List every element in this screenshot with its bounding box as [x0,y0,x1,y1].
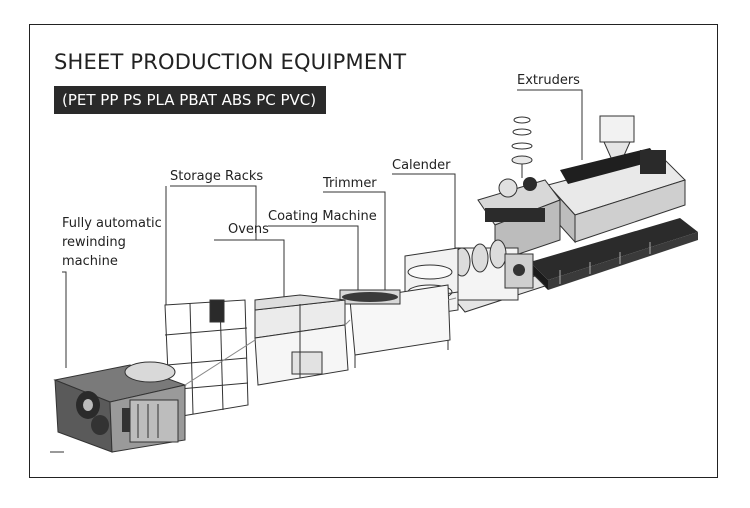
label-trimmer: Trimmer [323,176,377,191]
calender-unit [453,239,546,313]
leader-lines [62,89,583,368]
storage-racks-leader [170,185,257,240]
rewinding-machine-unit [50,361,187,453]
materials-subtitle: (PET PP PS PLA PBAT ABS PC PVC) [54,86,326,114]
coating-machine-unit [339,284,451,368]
rewinder-leader [62,271,67,368]
label-rewinding-line3: machine [62,254,118,269]
label-rewinding-line1: Fully automatic [62,216,162,231]
diagram-frame [29,24,718,478]
label-ovens: Ovens [228,222,269,237]
web-path [184,297,457,386]
label-storage-racks: Storage Racks [170,169,264,184]
calender-leader [392,173,456,248]
label-rewinding-line2: rewinding [62,235,126,250]
label-calender: Calender [392,158,451,173]
extruders-unit [477,115,698,290]
ovens-unit [254,294,349,386]
trimmer-leader [323,191,386,290]
extruders-leader [517,89,583,160]
label-extruders: Extruders [517,73,580,88]
coating-leader [268,225,359,296]
ovens-leader [214,239,285,300]
diagram-title: SHEET PRODUCTION EQUIPMENT [54,50,407,74]
label-coating-machine: Coating Machine [268,209,377,224]
